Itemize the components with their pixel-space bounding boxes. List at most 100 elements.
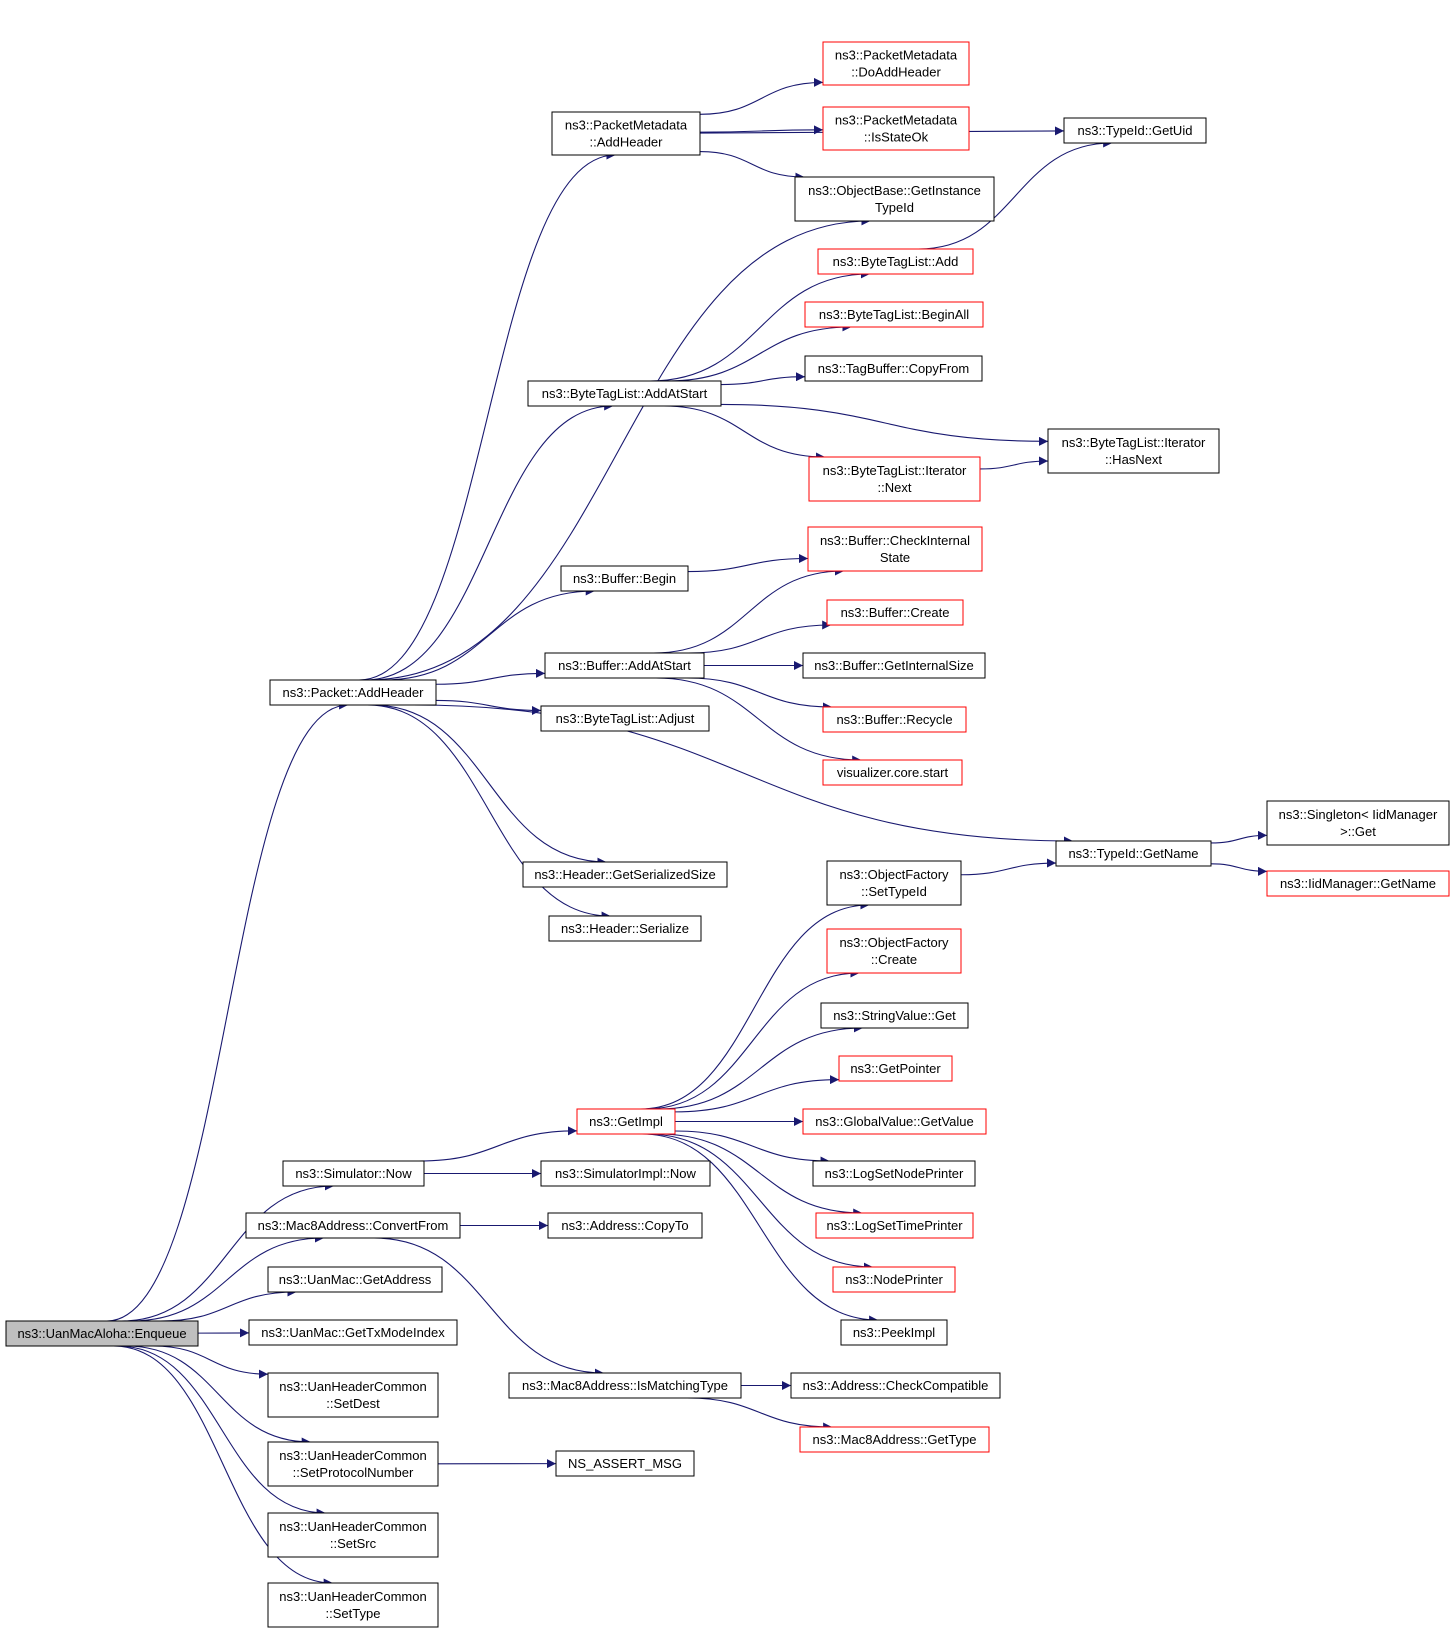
node-getimpl[interactable]: ns3::GetImpl	[576, 1108, 676, 1135]
node-buffer-begin[interactable]: ns3::Buffer::Begin	[560, 565, 689, 592]
node-uhc-setprotocolnumber[interactable]: ns3::UanHeaderCommon::SetProtocolNumber	[267, 1441, 439, 1487]
node-box	[282, 1160, 425, 1187]
node-address-checkcompatible[interactable]: ns3::Address::CheckCompatible	[790, 1372, 1001, 1399]
node-box	[826, 928, 962, 974]
node-objectfactory-settypeid[interactable]: ns3::ObjectFactory::SetTypeId	[826, 860, 962, 906]
node-label: ::Next	[878, 480, 912, 495]
edge-getimpl-to-objectfactory-create	[645, 968, 860, 1110]
node-header-serialize[interactable]: ns3::Header::Serialize	[548, 915, 702, 942]
edge-btl-addatstart-to-btl-beginall	[667, 322, 852, 382]
node-box	[267, 1512, 439, 1558]
node-getpointer[interactable]: ns3::GetPointer	[838, 1055, 953, 1082]
node-box	[522, 861, 728, 888]
node-packet-addheader[interactable]: ns3::Packet::AddHeader	[269, 679, 437, 706]
node-simulator-now[interactable]: ns3::Simulator::Now	[282, 1160, 425, 1187]
node-label: ns3::Buffer::GetInternalSize	[814, 658, 973, 673]
node-simulatorimpl-now[interactable]: ns3::SimulatorImpl::Now	[540, 1160, 711, 1187]
node-box	[544, 652, 705, 679]
node-address-copyto[interactable]: ns3::Address::CopyTo	[547, 1212, 703, 1239]
node-label: ns3::TypeId::GetUid	[1078, 123, 1193, 138]
edge-typeid-getname-to-singleton-get	[1210, 830, 1268, 844]
node-mac8-convertfrom[interactable]: ns3::Mac8Address::ConvertFrom	[245, 1212, 461, 1239]
node-buffer-create[interactable]: ns3::Buffer::Create	[826, 599, 964, 626]
node-pm-doaddheader[interactable]: ns3::PacketMetadata::DoAddHeader	[822, 41, 970, 86]
node-uanmac-getaddress[interactable]: ns3::UanMac::GetAddress	[267, 1266, 443, 1293]
node-label: ns3::IidManager::GetName	[1280, 876, 1436, 891]
node-label: ns3::Buffer::Create	[841, 605, 950, 620]
node-globalvalue-getvalue[interactable]: ns3::GlobalValue::GetValue	[802, 1108, 987, 1135]
node-uanmac-gettxmodeindex[interactable]: ns3::UanMac::GetTxModeIndex	[248, 1319, 458, 1346]
node-box	[822, 759, 963, 786]
node-box	[802, 1108, 987, 1135]
node-btl-beginall[interactable]: ns3::ByteTagList::BeginAll	[804, 301, 984, 328]
node-uhc-settype[interactable]: ns3::UanHeaderCommon::SetType	[267, 1582, 439, 1628]
node-btl-adjust[interactable]: ns3::ByteTagList::Adjust	[540, 705, 710, 732]
node-peekimpl[interactable]: ns3::PeekImpl	[840, 1319, 948, 1346]
node-label: ns3::Singleton< IidManager	[1279, 807, 1438, 822]
node-buffer-addatstart[interactable]: ns3::Buffer::AddAtStart	[544, 652, 705, 679]
node-typeid-getname[interactable]: ns3::TypeId::GetName	[1055, 840, 1212, 867]
node-box	[508, 1372, 742, 1399]
node-box	[267, 1266, 443, 1293]
node-box	[1266, 870, 1450, 897]
node-label: ns3::ByteTagList::Iterator	[823, 463, 967, 478]
node-label: ns3::UanMac::GetTxModeIndex	[261, 1325, 445, 1340]
node-pm-isstateok[interactable]: ns3::PacketMetadata::IsStateOk	[822, 106, 970, 151]
node-box	[794, 176, 995, 222]
node-iidmanager-getname[interactable]: ns3::IidManager::GetName	[1266, 870, 1450, 897]
node-box	[5, 1320, 199, 1347]
node-header-getserializedsize[interactable]: ns3::Header::GetSerializedSize	[522, 861, 728, 888]
node-ns-assert-msg[interactable]: NS_ASSERT_MSG	[555, 1450, 695, 1477]
node-box	[548, 915, 702, 942]
node-box	[1063, 117, 1207, 144]
edge-enqueue-to-mac8-convertfrom	[131, 1233, 324, 1322]
node-label: ns3::ByteTagList::Add	[833, 254, 959, 269]
node-mac8-gettype[interactable]: ns3::Mac8Address::GetType	[799, 1426, 990, 1453]
node-box	[555, 1450, 695, 1477]
node-box	[812, 1160, 976, 1187]
edge-getimpl-to-nodeprinter	[647, 1133, 873, 1272]
node-btl-iter-hasnext[interactable]: ns3::ByteTagList::Iterator::HasNext	[1047, 428, 1220, 474]
node-label: ::SetTypeId	[861, 884, 927, 899]
node-buffer-recycle[interactable]: ns3::Buffer::Recycle	[822, 706, 967, 733]
node-stringvalue-get[interactable]: ns3::StringValue::Get	[820, 1002, 969, 1029]
node-label: ns3::GetImpl	[589, 1114, 663, 1129]
node-buffer-getinternalsize[interactable]: ns3::Buffer::GetInternalSize	[802, 652, 986, 679]
node-label: ns3::PacketMetadata	[835, 48, 958, 63]
node-visualizer-core-start[interactable]: visualizer.core.start	[822, 759, 963, 786]
node-label: ns3::ObjectFactory	[839, 935, 949, 950]
node-box	[248, 1319, 458, 1346]
node-objectfactory-create[interactable]: ns3::ObjectFactory::Create	[826, 928, 962, 974]
node-mac8-ismatchingtype[interactable]: ns3::Mac8Address::IsMatchingType	[508, 1372, 742, 1399]
edge-btl-addatstart-to-btl-iter-next	[663, 405, 826, 462]
node-label: >::Get	[1340, 824, 1376, 839]
node-btl-add[interactable]: ns3::ByteTagList::Add	[817, 248, 974, 275]
edge-getimpl-to-stringvalue-get	[657, 1023, 863, 1110]
node-enqueue[interactable]: ns3::UanMacAloha::Enqueue	[5, 1320, 199, 1347]
node-box	[815, 1212, 974, 1239]
edge-btl-add-to-typeid-getuid	[918, 138, 1113, 250]
node-pm-addheader[interactable]: ns3::PacketMetadata::AddHeader	[551, 111, 701, 156]
edge-getimpl-to-logsettimeprinter	[658, 1133, 863, 1218]
node-label: ns3::ByteTagList::AddAtStart	[542, 386, 708, 401]
node-btl-iter-next[interactable]: ns3::ByteTagList::Iterator::Next	[808, 456, 981, 502]
node-label: ::SetSrc	[330, 1536, 377, 1551]
node-typeid-getuid[interactable]: ns3::TypeId::GetUid	[1063, 117, 1207, 144]
node-nodeprinter[interactable]: ns3::NodePrinter	[832, 1266, 956, 1293]
edge-getimpl-to-peekimpl	[641, 1133, 879, 1325]
node-uhc-setdest[interactable]: ns3::UanHeaderCommon::SetDest	[267, 1372, 439, 1418]
edge-enqueue-to-simulator-now	[121, 1181, 334, 1322]
node-box	[1055, 840, 1212, 867]
edge-packet-addheader-to-header-serialize	[367, 704, 611, 921]
node-logsetnodeprinter[interactable]: ns3::LogSetNodePrinter	[812, 1160, 976, 1187]
node-singleton-get[interactable]: ns3::Singleton< IidManager>::Get	[1266, 800, 1450, 846]
node-logsettimeprinter[interactable]: ns3::LogSetTimePrinter	[815, 1212, 974, 1239]
node-btl-addatstart[interactable]: ns3::ByteTagList::AddAtStart	[527, 380, 722, 407]
node-label: ns3::Header::GetSerializedSize	[534, 867, 715, 882]
node-box	[560, 565, 689, 592]
node-uhc-setsrc[interactable]: ns3::UanHeaderCommon::SetSrc	[267, 1512, 439, 1558]
node-label: ::AddHeader	[590, 135, 664, 150]
node-tagbuffer-copyfrom[interactable]: ns3::TagBuffer::CopyFrom	[804, 355, 983, 382]
